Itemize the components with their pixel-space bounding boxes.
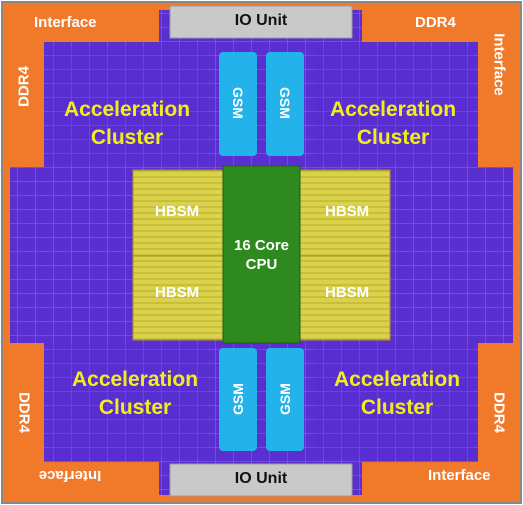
gsm-label-bottom-left: GSM	[230, 383, 246, 415]
io-unit-bottom	[169, 463, 353, 497]
cpu-label-line2: CPU	[245, 256, 278, 273]
cpu-label: 16 Core CPU	[223, 236, 300, 274]
hbsm-label-top-right: HBSM	[325, 203, 370, 220]
acceleration-cluster-line1: Acceleration	[329, 98, 457, 121]
acceleration-cluster-line1: Acceleration	[63, 98, 191, 121]
cluster-region-bottom-left	[48, 345, 208, 457]
acceleration-cluster-line1: Acceleration	[71, 368, 199, 391]
ddr4-label-top-right: DDR4	[415, 14, 456, 31]
acceleration-cluster-line2: Cluster	[90, 126, 164, 149]
acceleration-cluster-label-top-right: Acceleration Cluster	[308, 96, 478, 152]
cpu-block	[222, 165, 301, 344]
io-unit-label-bottom: IO Unit	[234, 470, 288, 487]
interface-block-bottom-right	[362, 462, 519, 501]
ddr4-label-top-left: DDR4	[15, 66, 33, 107]
gsm-label-top-right: GSM	[277, 87, 293, 119]
interface-label-bottom-left: Interface	[38, 467, 102, 484]
io-unit-top	[169, 5, 353, 39]
acceleration-cluster-label-top-left: Acceleration Cluster	[42, 96, 212, 152]
hbsm-block-top-left	[132, 169, 224, 257]
acceleration-cluster-line1: Acceleration	[333, 368, 461, 391]
cpu-label-line1: 16 Core	[233, 237, 290, 254]
cluster-region-top-left	[48, 46, 208, 164]
ddr4-block-top-right	[478, 4, 519, 167]
acceleration-cluster-line2: Cluster	[356, 126, 430, 149]
cluster-region-top-right	[315, 46, 475, 164]
hbsm-block-top-right	[299, 169, 391, 257]
gsm-block-bottom-left	[219, 348, 257, 451]
gsm-label-top-left: GSM	[230, 87, 246, 119]
acceleration-cluster-line2: Cluster	[360, 396, 434, 419]
acceleration-cluster-line2: Cluster	[98, 396, 172, 419]
ddr4-label-bottom-left: DDR4	[15, 392, 33, 433]
gsm-block-top-right	[266, 52, 304, 156]
hbsm-label-bottom-right: HBSM	[325, 284, 370, 301]
interface-label-bottom-right: Interface	[428, 467, 491, 484]
interface-label-top-left: Interface	[34, 14, 97, 31]
ddr4-label-bottom-right: DDR4	[490, 392, 508, 433]
hbsm-block-bottom-right	[299, 255, 391, 341]
interface-block-bottom-left	[4, 462, 159, 501]
acceleration-cluster-label-bottom-right: Acceleration Cluster	[312, 366, 482, 422]
acceleration-cluster-label-bottom-left: Acceleration Cluster	[50, 366, 220, 422]
io-unit-label-top: IO Unit	[234, 12, 288, 29]
hbsm-block-bottom-left	[132, 255, 224, 341]
gsm-label-bottom-right: GSM	[277, 383, 293, 415]
hbsm-label-top-left: HBSM	[155, 203, 200, 220]
gsm-block-bottom-right	[266, 348, 304, 451]
gsm-block-top-left	[219, 52, 257, 156]
interface-label-top-right: Interface	[490, 33, 508, 96]
cluster-region-bottom-right	[315, 345, 475, 457]
ddr4-block-top-left	[4, 4, 44, 167]
hbsm-label-bottom-left: HBSM	[155, 284, 200, 301]
